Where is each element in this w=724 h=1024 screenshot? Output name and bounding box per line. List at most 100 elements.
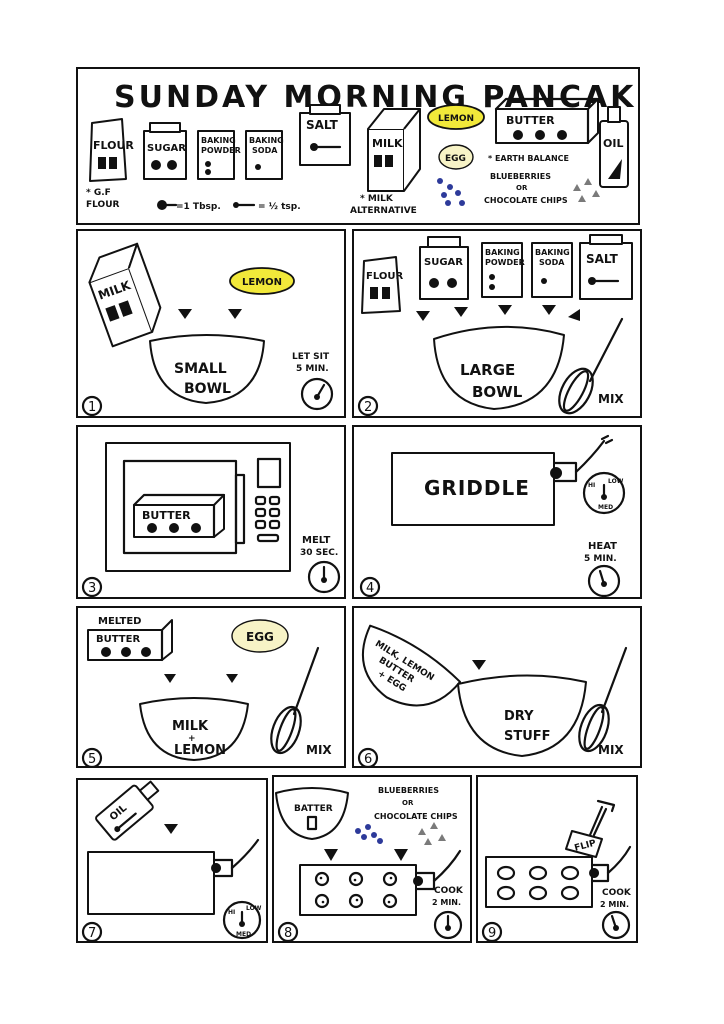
spatula-icon: FLIP: [565, 799, 616, 858]
egg: EGG: [231, 619, 289, 653]
timer-icon: [300, 377, 334, 411]
svg-text:SODA: SODA: [539, 258, 565, 267]
milk-carton: MILK: [367, 108, 421, 192]
svg-text:LEMON: LEMON: [438, 114, 474, 124]
gf-note-line2: FLOUR: [86, 200, 120, 210]
arrow-icon: [164, 674, 176, 683]
step-4-note-line2: 5 MIN.: [584, 554, 617, 564]
svg-text:FLOUR: FLOUR: [93, 139, 134, 152]
mixing-bowl: MILK + LEMON: [139, 697, 249, 761]
step-number: 2: [364, 400, 372, 415]
baking-powder-box: BAKING POWDER: [197, 130, 241, 180]
ingredients-drawing: SUNDAY MORNING PANCAKES FLOUR SUGAR BAKI…: [86, 80, 638, 216]
step-8-note-line2: 2 MIN.: [432, 898, 461, 907]
baking-powder-box: BAKING POWDER: [481, 242, 525, 298]
timer-icon: [601, 910, 631, 940]
berries-note: BLUEBERRIES: [378, 786, 439, 795]
step-6-drawing: MILK, LEMON BUTTER + EGG DRY STUFF MIX 6: [357, 624, 628, 766]
timer-icon: [433, 910, 463, 940]
large-bowl: LARGE BOWL: [433, 325, 565, 410]
svg-text:LEMON: LEMON: [174, 743, 226, 758]
svg-text:LOW: LOW: [246, 905, 262, 912]
timer-icon: [307, 560, 341, 594]
mix-label: MIX: [598, 743, 624, 757]
gf-note: * G.F: [86, 188, 111, 198]
arrow-icon: [226, 674, 238, 683]
step-1-note: LET SIT: [292, 352, 330, 362]
svg-text:BAKING: BAKING: [249, 136, 284, 145]
arrow-icon: [324, 849, 338, 861]
step-number: 7: [88, 926, 96, 941]
step-8-panel: BATTER BLUEBERRIES OR CHOCOLATE CHIPS CO…: [272, 775, 472, 943]
svg-text:BUTTER: BUTTER: [142, 509, 191, 522]
melted-butter-box: BUTTER: [87, 619, 173, 662]
step-4-drawing: GRIDDLE HI LOW MED HEAT 5 MIN. 4: [359, 434, 626, 597]
svg-text:OIL: OIL: [603, 137, 623, 150]
svg-text:SMALL: SMALL: [174, 361, 227, 377]
step-number: 5: [88, 752, 96, 767]
dry-stuff-bowl: DRY STUFF: [457, 674, 587, 757]
svg-text:BOWL: BOWL: [184, 381, 231, 397]
svg-text:HI: HI: [228, 909, 235, 916]
svg-text:POWDER: POWDER: [201, 146, 241, 155]
heat-dial-icon: HI LOW MED: [222, 900, 262, 940]
step-1-panel: MILK LEMON SMALL BOWL LET SIT 5 MIN. 1: [76, 229, 346, 418]
butter-note: * EARTH BALANCE: [488, 154, 569, 163]
chocolate-chips-icon: [573, 178, 600, 202]
arrow-icon: [164, 824, 178, 834]
berries-note-or: OR: [402, 799, 414, 807]
svg-text:BATTER: BATTER: [294, 804, 333, 814]
svg-text:SUGAR: SUGAR: [147, 143, 186, 154]
berries-note-chips: CHOCOLATE CHIPS: [484, 196, 568, 205]
lemon: LEMON: [229, 267, 295, 295]
svg-text:BAKING: BAKING: [485, 248, 520, 257]
svg-text:EGG: EGG: [246, 630, 274, 644]
step-3-note-line2: 30 SEC.: [300, 548, 338, 558]
griddle: [87, 838, 260, 915]
baking-soda-box: BAKING SODA: [245, 130, 284, 180]
timer-icon: [587, 564, 621, 597]
svg-text:SUGAR: SUGAR: [424, 257, 463, 268]
svg-text:BUTTER: BUTTER: [506, 114, 555, 127]
ingredients-panel: SUNDAY MORNING PANCAKES FLOUR SUGAR BAKI…: [76, 67, 640, 225]
milk-note: * MILK: [360, 194, 394, 204]
berries-note-chips: CHOCOLATE CHIPS: [374, 812, 458, 821]
arrow-icon: [228, 309, 242, 319]
arrow-icon: [472, 660, 486, 670]
tbsp-spoon-icon: [157, 200, 178, 210]
blueberries-icon: [437, 178, 465, 206]
milk-carton: MILK: [88, 242, 162, 348]
small-bowl: SMALL BOWL: [149, 334, 265, 404]
step-8-drawing: BATTER BLUEBERRIES OR CHOCOLATE CHIPS CO…: [275, 786, 464, 941]
milk-note-line2: ALTERNATIVE: [350, 206, 417, 216]
salt-box: SALT: [299, 104, 351, 166]
flour-bag: FLOUR: [89, 118, 134, 182]
svg-text:STUFF: STUFF: [504, 729, 551, 744]
whisk-icon: [578, 646, 628, 753]
griddle: GRIDDLE: [391, 434, 614, 526]
svg-text:GRIDDLE: GRIDDLE: [424, 476, 530, 500]
blueberries-icon: [355, 824, 383, 844]
heat-dial-icon: HI LOW MED: [582, 471, 626, 515]
svg-text:BOWL: BOWL: [472, 383, 523, 401]
arrow-icon: [454, 307, 468, 317]
melted-label: MELTED: [98, 616, 141, 627]
oil-bottle: OIL: [599, 106, 629, 188]
mix-label: MIX: [598, 392, 624, 406]
keypad: [254, 495, 281, 543]
griddle-with-pancakes: [299, 849, 462, 916]
step-5-drawing: MELTED BUTTER EGG MILK + LEMON MIX 5: [81, 616, 332, 767]
sugar-box: SUGAR: [143, 122, 187, 180]
lemon: LEMON: [427, 104, 485, 130]
step-3-note: MELT: [302, 535, 330, 546]
arrow-icon: [416, 311, 430, 321]
flour-bag: FLOUR: [361, 256, 403, 314]
step-2-drawing: FLOUR SUGAR BAKING POWDER BAKING SODA SA…: [357, 234, 633, 416]
baking-soda-box: BAKING SODA: [531, 242, 573, 298]
svg-text:+: +: [188, 734, 196, 744]
svg-text:SALT: SALT: [586, 252, 619, 266]
svg-text:BAKING: BAKING: [201, 136, 236, 145]
step-8-note: COOK: [434, 886, 464, 896]
step-7-panel: OIL HI LOW MED 7: [76, 778, 268, 943]
svg-text:SALT: SALT: [306, 118, 339, 132]
